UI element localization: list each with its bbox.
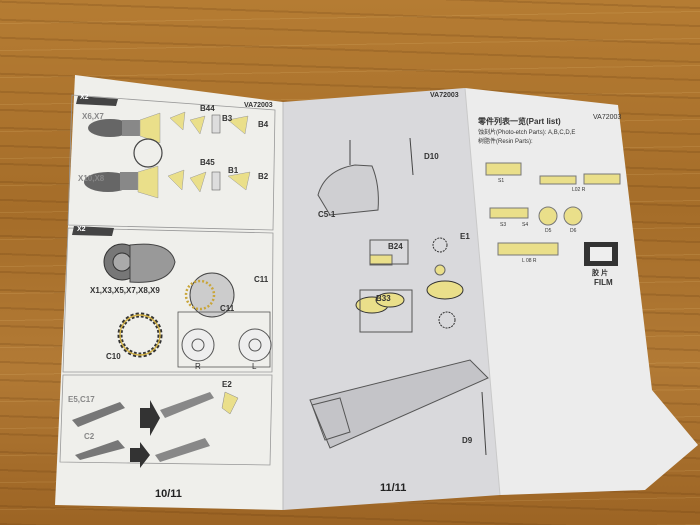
row-label-2: X10,X8 [78, 174, 105, 183]
part-list-line2: 树脂件(Resin Parts): [478, 139, 533, 145]
r-label: R [195, 362, 201, 371]
label-d9: D9 [462, 436, 473, 445]
part-b4: B4 [258, 120, 269, 129]
film-en-label: FILM [594, 278, 613, 287]
code-s1: S1 [498, 178, 505, 184]
bomb-row-2 [84, 165, 251, 199]
film-cn-label: 胶 片 [592, 270, 608, 277]
label-b33: B33 [376, 294, 391, 303]
code-l02r: L02 R [572, 187, 586, 193]
bomb-row-1 [88, 111, 249, 144]
wheel-l [238, 328, 272, 362]
guns-drawing [72, 391, 239, 468]
code-d6: D6 [570, 228, 577, 234]
label-b24: B24 [388, 242, 403, 251]
row-label-1: X6,X7 [82, 112, 104, 121]
x2-label-2: X2 [77, 226, 86, 233]
film-icon [584, 242, 618, 266]
label-e1: E1 [460, 232, 470, 241]
header-bar-2 [72, 226, 114, 236]
x2-label-1: X2 [80, 94, 89, 101]
c11-label-1: C11 [254, 275, 269, 284]
detail-circle [133, 138, 163, 168]
c10-label: C10 [106, 352, 121, 361]
code-l08r: L 08 R [522, 258, 537, 264]
l-label: L [252, 362, 257, 371]
right-code: VA72003 [593, 114, 622, 121]
resin-parts [485, 162, 621, 256]
gun-label-3: E2 [222, 380, 232, 389]
page-number-left: 10/11 [155, 488, 182, 500]
page-number-middle: 11/11 [380, 482, 407, 494]
label-c5-1: C5-1 [318, 210, 336, 219]
engine-drawing [103, 243, 235, 358]
middle-code: VA72003 [430, 92, 459, 99]
label-d10: D10 [424, 152, 439, 161]
canopy-drawing [317, 137, 414, 216]
right-panel [465, 88, 698, 495]
code-s3: S3 [500, 222, 507, 228]
section-box-engine [62, 227, 274, 373]
wing-drawing [309, 359, 489, 456]
part-b45: B45 [200, 158, 215, 167]
part-b2: B2 [258, 172, 269, 181]
section-box-guns [59, 374, 273, 466]
code-d5: D5 [545, 228, 552, 234]
gun-label-1: E5,C17 [68, 395, 95, 404]
part-b1: B1 [228, 166, 239, 175]
etch-parts [355, 237, 464, 333]
part-b3: B3 [222, 114, 233, 123]
gun-label-2: C2 [84, 432, 95, 441]
wheel-r [181, 328, 215, 362]
part-list-title: 零件列表一览(Part list) [478, 117, 561, 126]
engine-label: X1,X3,X5,X7,X8,X9 [90, 286, 160, 295]
left-code: VA72003 [244, 102, 273, 109]
header-bar-1 [76, 96, 118, 106]
part-list-line1: 蚀刻片(Photo-etch Parts): A,B,C,D,E [478, 130, 576, 136]
code-s4: S4 [522, 222, 529, 228]
part-b44: B44 [200, 104, 215, 113]
section-box-bombs [67, 94, 276, 231]
c11-label-2: C11 [220, 304, 235, 313]
